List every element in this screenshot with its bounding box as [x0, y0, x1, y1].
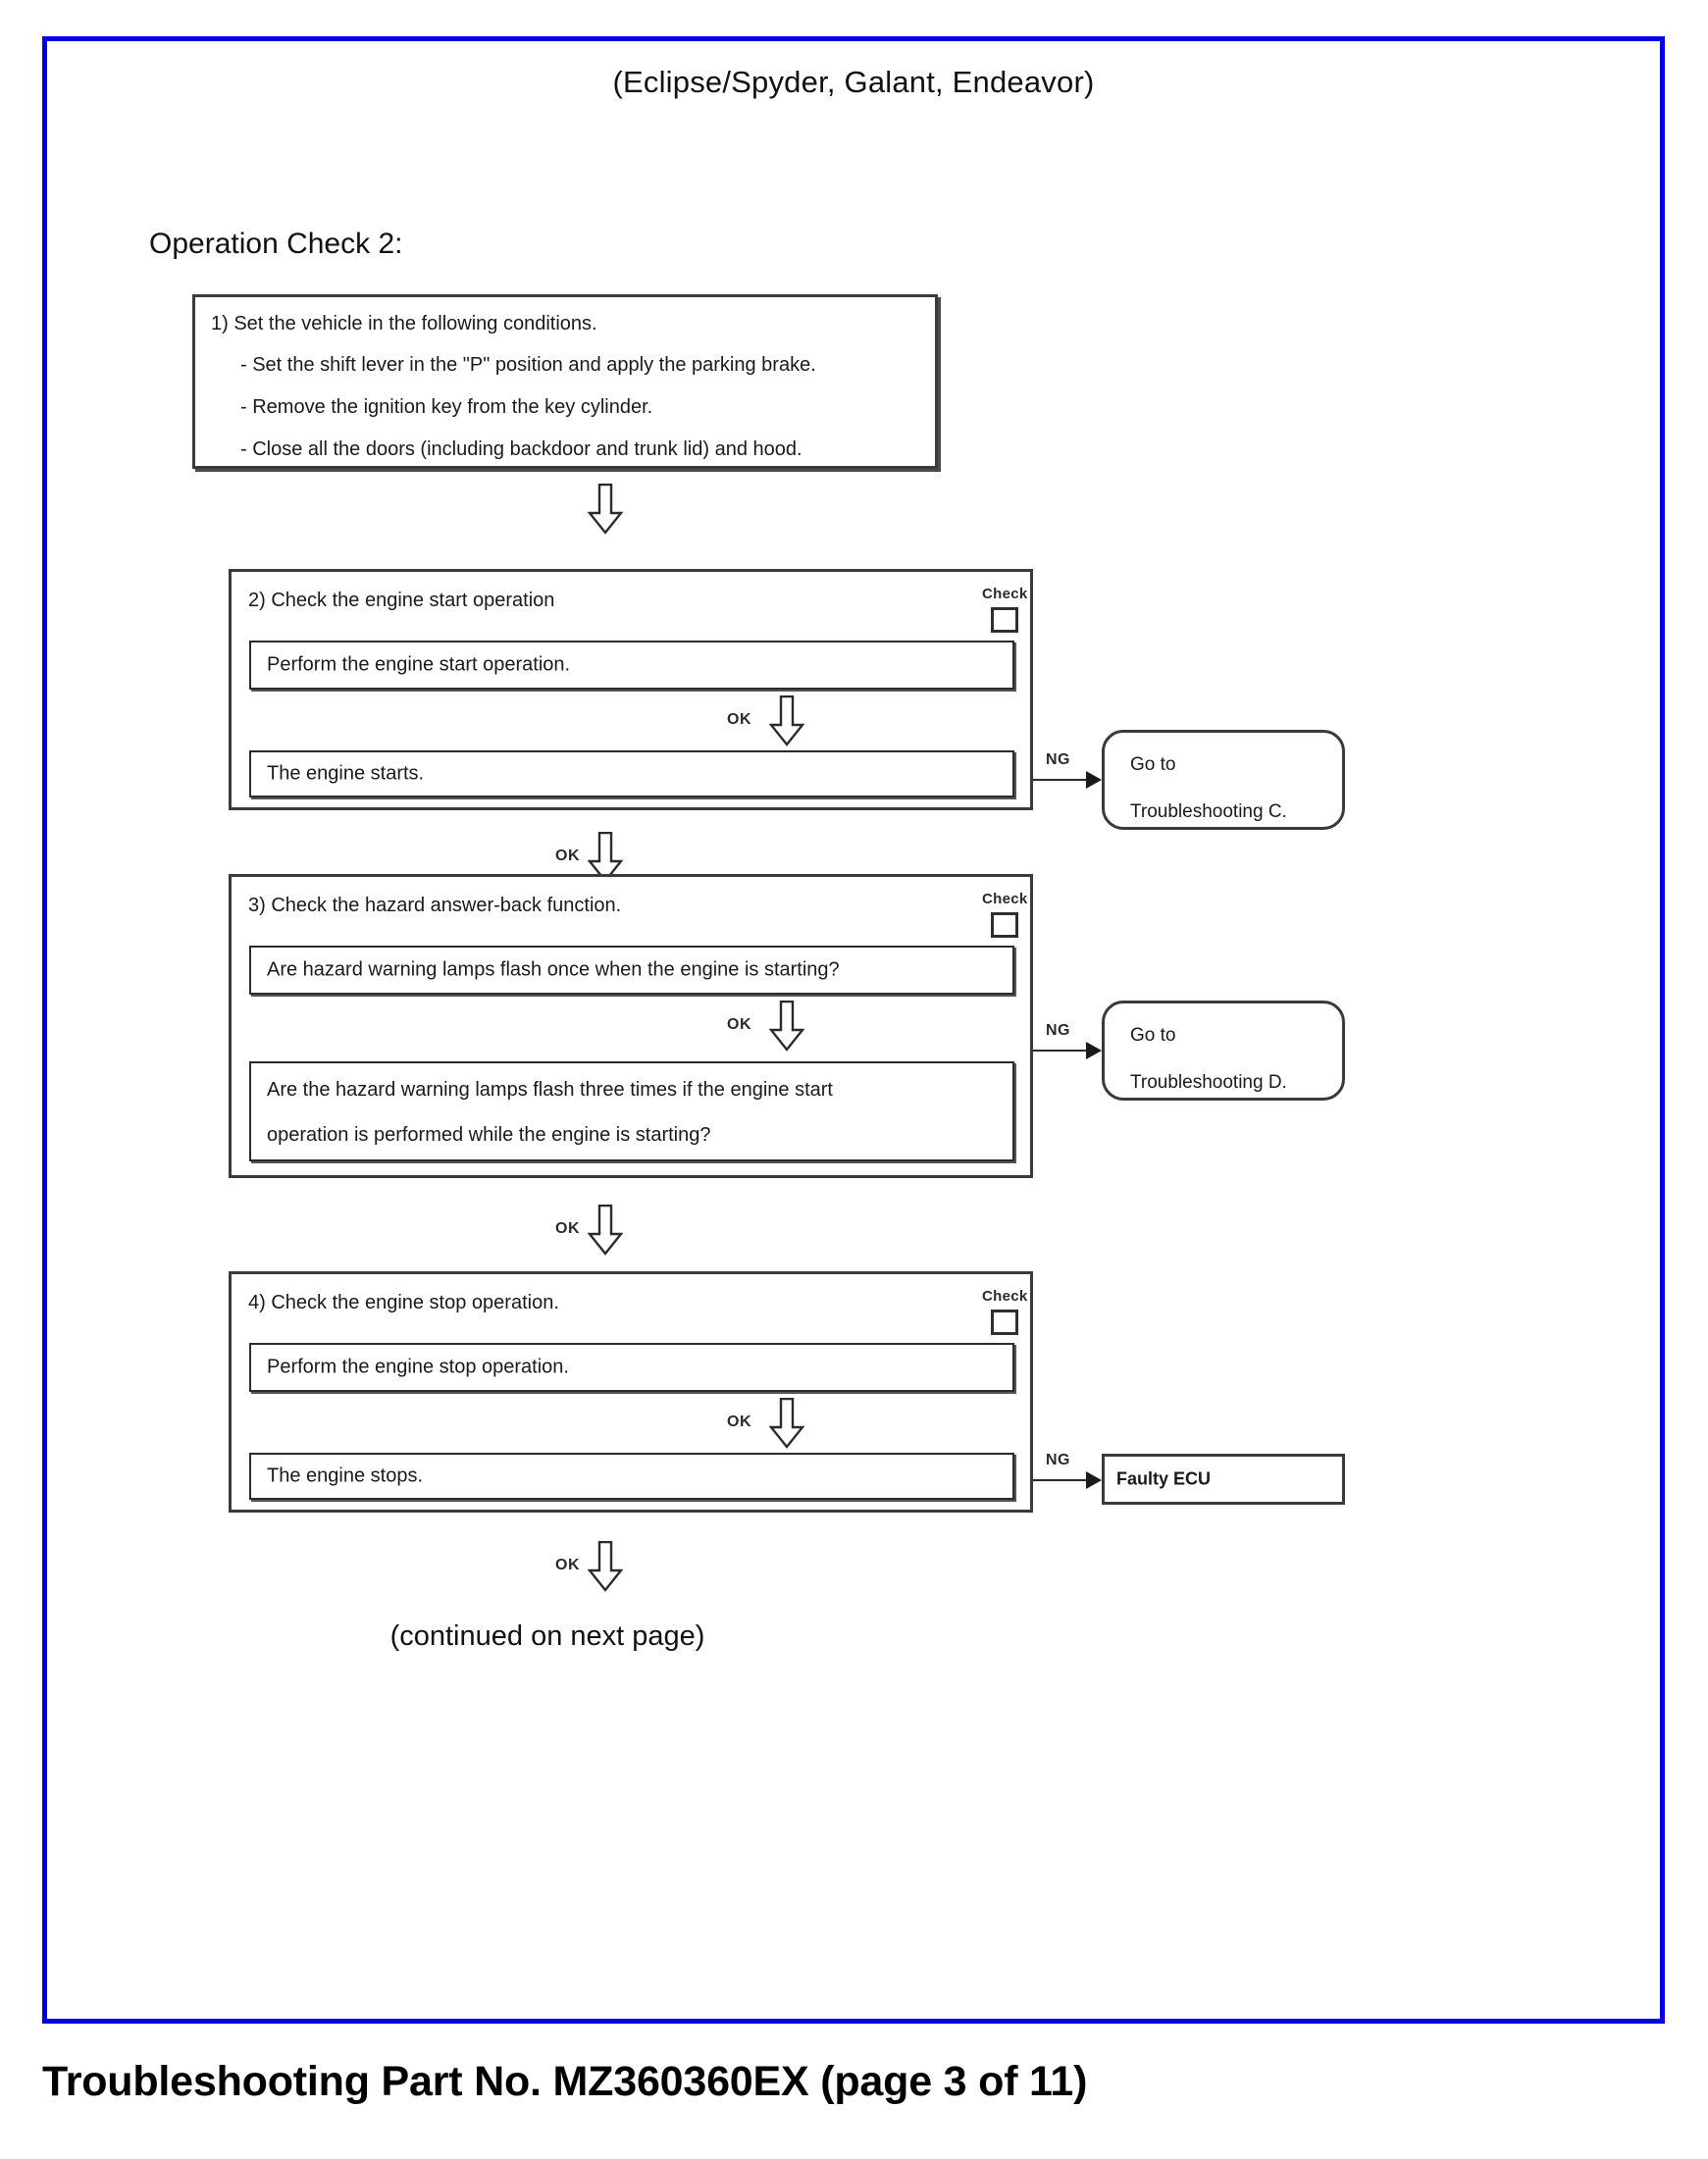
step-4-checkbox[interactable] [991, 1310, 1018, 1335]
step-4-ng-tag: NG [1046, 1452, 1070, 1468]
step-1-condition-2: - Remove the ignition key from the key c… [240, 396, 653, 418]
step-3-branch-box: Go to Troubleshooting D. [1102, 1001, 1345, 1101]
step-1-condition-1: - Set the shift lever in the "P" positio… [240, 354, 816, 376]
step-2-ng-connector [1033, 779, 1094, 781]
step-3-result-line1: Are the hazard warning lamps flash three… [267, 1079, 833, 1101]
step-3-checkbox[interactable] [991, 912, 1018, 938]
step-3-label: 3) Check the hazard answer-back function… [248, 895, 622, 916]
step-1-condition-3: - Close all the doors (including backdoo… [240, 438, 802, 460]
step-2-check-label: Check [982, 586, 1028, 602]
step-2-ng-tag: NG [1046, 751, 1070, 768]
flow-arrow-2-to-3-ok-tag: OK [555, 848, 580, 864]
step-2-branch-line2: Troubleshooting C. [1130, 801, 1287, 822]
flow-arrow-3-to-4-ok-tag: OK [555, 1220, 580, 1237]
step-4-ng-arrowhead [1086, 1471, 1102, 1489]
step-3-branch-line1: Go to [1130, 1025, 1176, 1046]
continued-note: (continued on next page) [389, 1620, 705, 1652]
step-2-label: 2) Check the engine start operation [248, 590, 555, 611]
step-3-ng-tag: NG [1046, 1022, 1070, 1039]
step-4-result-text: The engine stops. [267, 1465, 423, 1487]
step-4-result-box: The engine stops. [249, 1453, 1014, 1500]
step-2-result-text: The engine starts. [267, 762, 425, 785]
flow-arrow-4-to-continued-ok-tag: OK [555, 1557, 580, 1573]
flow-arrow-1-to-2 [588, 484, 623, 535]
flow-arrow-3-to-4 [588, 1205, 623, 1256]
step-2-check-group: Check [982, 586, 1041, 643]
step-2-result-box: The engine starts. [249, 750, 1014, 797]
step-4-flow-arrow [769, 1398, 804, 1449]
step-4-box: 4) Check the engine stop operation. Chec… [229, 1271, 1033, 1513]
step-4-check-group: Check [982, 1288, 1041, 1345]
step-2-ng-arrowhead [1086, 771, 1102, 789]
step-3-ng-arrowhead [1086, 1042, 1102, 1059]
step-4-label: 4) Check the engine stop operation. [248, 1292, 559, 1313]
step-2-checkbox[interactable] [991, 607, 1018, 633]
step-2-branch-line1: Go to [1130, 754, 1176, 775]
step-2-flow-arrow [769, 695, 804, 746]
step-2-branch-box: Go to Troubleshooting C. [1102, 730, 1345, 830]
document-footer: Troubleshooting Part No. MZ360360EX (pag… [42, 2058, 1088, 2105]
step-3-check-group: Check [982, 891, 1041, 948]
step-2-ok-tag: OK [727, 711, 751, 728]
step-3-flow-arrow [769, 1001, 804, 1052]
page-content: (Eclipse/Spyder, Galant, Endeavor) Opera… [47, 41, 1660, 2019]
step-3-ok-tag: OK [727, 1016, 751, 1033]
step-4-action-box: Perform the engine stop operation. [249, 1343, 1014, 1392]
step-1-label: 1) Set the vehicle in the following cond… [211, 313, 597, 334]
step-3-action-box: Are hazard warning lamps flash once when… [249, 946, 1014, 995]
step-4-check-label: Check [982, 1288, 1028, 1305]
step-4-ng-connector [1033, 1479, 1094, 1481]
step-3-ng-connector [1033, 1050, 1094, 1052]
flow-arrow-4-to-continued [588, 1541, 623, 1592]
page-title: Operation Check 2: [149, 228, 403, 260]
step-3-action-text: Are hazard warning lamps flash once when… [267, 958, 840, 981]
step-3-result-box: Are the hazard warning lamps flash three… [249, 1061, 1014, 1161]
step-2-action-text: Perform the engine start operation. [267, 653, 571, 676]
step-4-branch-box: Faulty ECU [1102, 1454, 1345, 1505]
step-4-action-text: Perform the engine stop operation. [267, 1356, 569, 1378]
model-applicability-header: (Eclipse/Spyder, Galant, Endeavor) [612, 65, 1095, 99]
step-2-box: 2) Check the engine start operation Chec… [229, 569, 1033, 810]
step-3-box: 3) Check the hazard answer-back function… [229, 874, 1033, 1178]
step-3-branch-line2: Troubleshooting D. [1130, 1072, 1287, 1093]
step-3-check-label: Check [982, 891, 1028, 907]
step-4-ok-tag: OK [727, 1414, 751, 1430]
step-4-branch-line1: Faulty ECU [1116, 1468, 1212, 1489]
flow-arrow-2-to-3 [588, 832, 623, 883]
step-1-box: 1) Set the vehicle in the following cond… [192, 294, 938, 469]
document-page-border: (Eclipse/Spyder, Galant, Endeavor) Opera… [42, 36, 1665, 2024]
step-3-result-line2: operation is performed while the engine … [267, 1124, 711, 1146]
step-2-action-box: Perform the engine start operation. [249, 641, 1014, 690]
